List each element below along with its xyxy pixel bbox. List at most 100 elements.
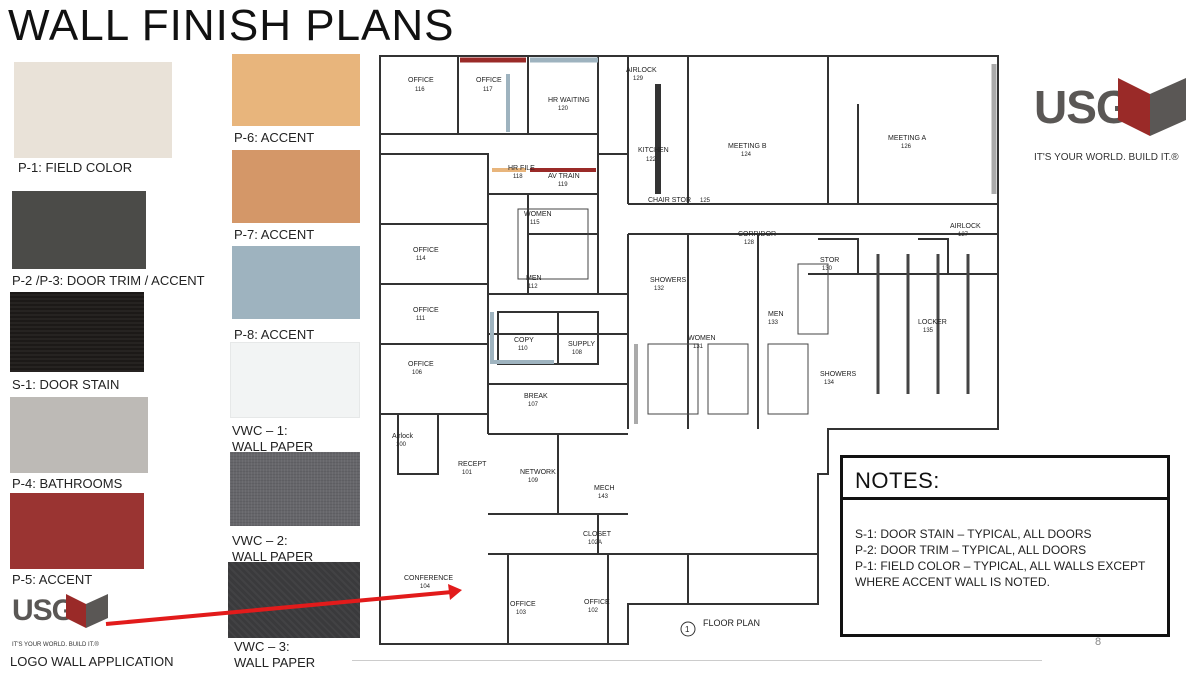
svg-text:127: 127 bbox=[958, 232, 969, 238]
svg-text:129: 129 bbox=[633, 76, 644, 82]
svg-text:OFFICE: OFFICE bbox=[584, 599, 610, 606]
svg-text:1: 1 bbox=[685, 625, 690, 634]
svg-text:115: 115 bbox=[530, 220, 540, 226]
svg-text:116: 116 bbox=[415, 87, 425, 93]
swatch-p4 bbox=[10, 397, 148, 473]
svg-text:134: 134 bbox=[824, 380, 835, 386]
svg-text:MEETING B: MEETING B bbox=[728, 143, 767, 150]
svg-text:110: 110 bbox=[518, 346, 528, 352]
svg-text:COPY: COPY bbox=[514, 337, 534, 344]
swatch-label-p2-p3: P-2 /P-3: DOOR TRIM / ACCENT bbox=[12, 273, 205, 288]
swatch-label-p7: P-7: ACCENT bbox=[234, 227, 315, 242]
swatch-label-p8: P-8: ACCENT bbox=[234, 327, 315, 342]
svg-text:AIRLOCK: AIRLOCK bbox=[626, 67, 657, 74]
svg-text:CONFERENCE: CONFERENCE bbox=[404, 575, 453, 582]
usg-logo-small-wordmark: USG bbox=[12, 594, 75, 627]
logo-location-arrow bbox=[105, 584, 462, 626]
svg-text:SUPPLY: SUPPLY bbox=[568, 341, 595, 348]
svg-text:MEETING A: MEETING A bbox=[888, 135, 926, 142]
svg-text:117: 117 bbox=[483, 87, 493, 93]
footer-divider bbox=[352, 660, 1042, 661]
swatch-label-vwc3-line2: WALL PAPER bbox=[234, 655, 316, 670]
svg-text:OFFICE: OFFICE bbox=[476, 77, 502, 84]
svg-text:101: 101 bbox=[462, 470, 473, 476]
swatch-s1 bbox=[10, 292, 144, 372]
usg-logo-mark-icon bbox=[1118, 78, 1186, 136]
svg-text:MEN: MEN bbox=[768, 311, 784, 318]
swatch-label-p1: P-1: FIELD COLOR bbox=[18, 160, 133, 175]
svg-text:124: 124 bbox=[741, 152, 752, 158]
swatch-label-vwc2-line2: WALL PAPER bbox=[232, 549, 314, 564]
svg-text:102A: 102A bbox=[588, 540, 602, 546]
svg-text:130: 130 bbox=[822, 266, 833, 272]
svg-text:109: 109 bbox=[528, 478, 539, 484]
svg-text:111: 111 bbox=[416, 316, 426, 322]
swatch-p5 bbox=[10, 493, 144, 569]
notes-header: NOTES: bbox=[843, 458, 1167, 500]
svg-text:135: 135 bbox=[923, 328, 934, 334]
svg-text:107: 107 bbox=[528, 402, 539, 408]
svg-text:FLOOR PLAN: FLOOR PLAN bbox=[703, 618, 760, 628]
swatch-label-p6: P-6: ACCENT bbox=[234, 130, 315, 145]
swatch-label-vwc1-line1: VWC – 1: bbox=[232, 423, 288, 438]
svg-text:131: 131 bbox=[693, 344, 704, 350]
svg-text:106: 106 bbox=[412, 370, 423, 376]
svg-text:RECEPT: RECEPT bbox=[458, 461, 487, 468]
usg-logo-small-tagline: IT'S YOUR WORLD. BUILD IT.® bbox=[12, 642, 99, 648]
swatch-label-s1: S-1: DOOR STAIN bbox=[12, 377, 120, 392]
notes-line: P-1: FIELD COLOR – TYPICAL, ALL WALLS EX… bbox=[855, 559, 1146, 573]
svg-text:AIRLOCK: AIRLOCK bbox=[950, 223, 981, 230]
svg-text:AV TRAIN: AV TRAIN bbox=[548, 173, 580, 180]
svg-text:BREAK: BREAK bbox=[524, 393, 548, 400]
swatch-label-vwc1-line2: WALL PAPER bbox=[232, 439, 314, 454]
page-title: WALL FINISH PLANS bbox=[8, 1, 455, 50]
svg-text:STOR: STOR bbox=[820, 257, 839, 264]
svg-text:SHOWERS: SHOWERS bbox=[820, 371, 857, 378]
svg-text:OFFICE: OFFICE bbox=[510, 601, 536, 608]
swatch-p2-p3 bbox=[12, 191, 146, 269]
notes-line: P-2: DOOR TRIM – TYPICAL, ALL DOORS bbox=[855, 543, 1087, 557]
swatch-label-p5: P-5: ACCENT bbox=[12, 572, 93, 587]
svg-text:HR FILE: HR FILE bbox=[508, 165, 535, 172]
svg-text:SHOWERS: SHOWERS bbox=[650, 277, 687, 284]
logo-wall-application-label: LOGO WALL APPLICATION bbox=[10, 654, 174, 669]
svg-text:112: 112 bbox=[528, 284, 538, 290]
svg-text:100: 100 bbox=[396, 442, 407, 448]
swatch-p8 bbox=[232, 246, 360, 319]
svg-text:MECH: MECH bbox=[594, 485, 615, 492]
notes-box: NOTES: S-1: DOOR STAIN – TYPICAL, ALL DO… bbox=[840, 455, 1170, 637]
svg-text:120: 120 bbox=[558, 106, 569, 112]
usg-logo-tagline: IT'S YOUR WORLD. BUILD IT.® bbox=[1034, 152, 1179, 163]
svg-text:102: 102 bbox=[588, 608, 599, 614]
swatch-label-vwc2-line1: VWC – 2: bbox=[232, 533, 288, 548]
svg-text:103: 103 bbox=[516, 610, 527, 616]
svg-text:LOCKER: LOCKER bbox=[918, 319, 947, 326]
svg-text:119: 119 bbox=[558, 182, 568, 188]
svg-text:MEN: MEN bbox=[526, 275, 542, 282]
swatch-vwc1 bbox=[230, 342, 360, 418]
svg-text:KITCHEN: KITCHEN bbox=[638, 147, 669, 154]
svg-text:104: 104 bbox=[420, 584, 431, 590]
svg-text:133: 133 bbox=[768, 320, 779, 326]
svg-text:CHAIR STOR: CHAIR STOR bbox=[648, 197, 691, 204]
svg-text:WOMEN: WOMEN bbox=[688, 335, 716, 342]
svg-text:118: 118 bbox=[513, 174, 523, 180]
page-number: 8 bbox=[1095, 636, 1102, 648]
svg-text:108: 108 bbox=[572, 350, 583, 356]
swatch-p7 bbox=[232, 150, 360, 223]
swatch-p1 bbox=[14, 62, 172, 158]
svg-text:OFFICE: OFFICE bbox=[408, 77, 434, 84]
svg-text:125: 125 bbox=[700, 198, 711, 204]
usg-logo-small-mark-icon bbox=[66, 594, 108, 628]
svg-text:114: 114 bbox=[416, 256, 426, 262]
svg-text:Airlock: Airlock bbox=[392, 433, 414, 440]
swatch-p6 bbox=[232, 54, 360, 126]
svg-text:NETWORK: NETWORK bbox=[520, 469, 556, 476]
swatch-vwc2 bbox=[230, 452, 360, 526]
svg-text:WOMEN: WOMEN bbox=[524, 211, 552, 218]
swatch-label-vwc3-line1: VWC – 3: bbox=[234, 639, 290, 654]
svg-text:122: 122 bbox=[646, 157, 657, 163]
notes-line: S-1: DOOR STAIN – TYPICAL, ALL DOORS bbox=[855, 527, 1092, 541]
swatch-vwc3 bbox=[228, 562, 360, 638]
